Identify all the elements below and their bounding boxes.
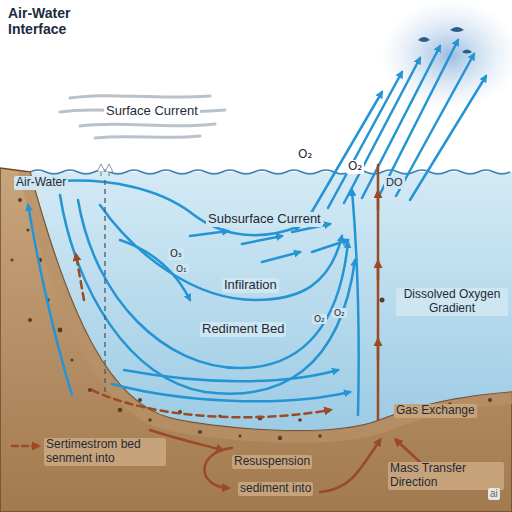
diagram-title: Air-Water Interface [8,5,98,37]
oxygen-label: O₂ [296,148,314,162]
oxygen-label: O₂ [346,160,364,174]
process-label: Infilration [222,278,279,293]
oxygen-label: O₂ [332,308,347,318]
do-label: DO [384,176,405,189]
direction-label: Mass Transfer Direction [388,462,504,490]
oxygen-label: O₂ [312,314,327,324]
watermark: ai [488,488,500,500]
interface-label: Air-Water [14,176,68,190]
process-label: Gas Exchange [394,404,477,418]
legend-text: Sertimestrom bed senment into [44,438,166,466]
oxygen-label: O₁ [174,264,189,274]
oxygen-label: O₃ [168,248,184,260]
current-label: Subsurface Current [206,212,323,227]
process-label: sediment into [238,482,313,496]
gradient-label: Dissolved Oxygen Gradient [396,288,508,316]
process-label: Resuspension [232,455,312,469]
zone-label: Rediment Bed [200,322,286,337]
current-label: Surface Current [104,104,200,119]
